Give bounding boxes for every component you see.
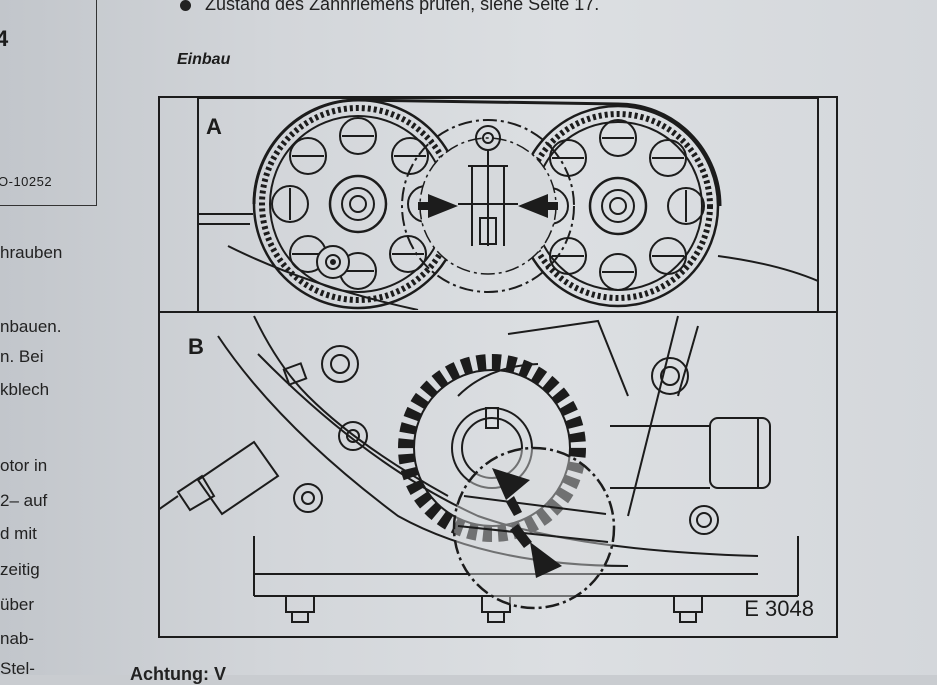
text-fragment: otor in [0,456,48,475]
panel-label-b: B [188,334,204,359]
figure-illustration [158,96,838,638]
panel-label-a: A [206,114,222,139]
text-fragment: über [0,595,35,614]
timing-belt-figure: A B E 3048 [158,96,838,638]
text-fragment: zeitig [0,560,40,579]
text-fragment: 2– auf [0,491,48,510]
text-fragment: kblech [0,380,50,399]
text-fragment: nab- [0,629,35,648]
previous-figure-frame: 4 O-10252 [0,0,97,206]
bullet-icon [180,0,191,11]
text-fragment: d mit [0,524,37,543]
figure-code-label: E 3048 [744,596,814,621]
text-fragment: n. Bei [0,347,44,366]
text-fragment: Stel- [0,659,35,678]
figure-code: O-10252 [0,174,53,189]
text-fragment: nbauen. [0,317,62,336]
bullet-text: Zustand des Zahnriemens prüfen, siehe Se… [205,0,600,14]
figure-number: 4 [0,26,9,51]
section-heading: Einbau [177,51,231,68]
text-fragment: hrauben [0,243,63,262]
bullet-item: Zustand des Zahnriemens prüfen, siehe Se… [180,0,599,15]
